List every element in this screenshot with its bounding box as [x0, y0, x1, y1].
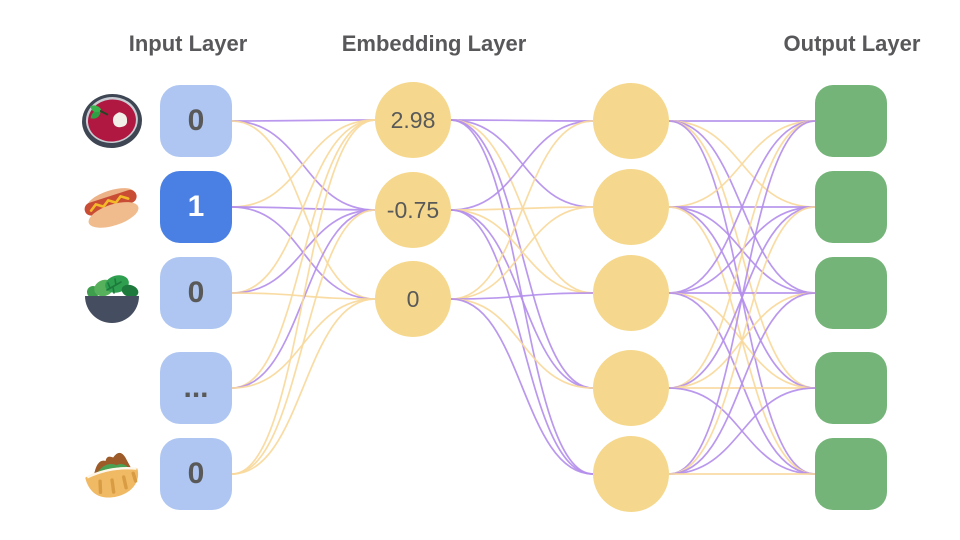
output-node-5 [815, 438, 887, 510]
edge-embedding3-hidden1 [450, 120, 594, 300]
input-node-3: 0 [160, 257, 232, 329]
edge-input3-embedding1 [231, 119, 376, 294]
edge-embedding3-hidden4 [450, 298, 594, 389]
embedding-layer-title: Embedding Layer [341, 31, 527, 56]
embedding-node-3: 0 [375, 261, 451, 337]
edge-input1-embedding1 [231, 119, 376, 122]
edge-hidden3-output2 [668, 206, 816, 294]
input-node-4: ... [160, 352, 232, 424]
edge-embedding1-hidden2 [450, 119, 594, 208]
edge-embedding2-hidden3 [450, 209, 594, 294]
hidden-node-4 [593, 350, 669, 426]
edge-input5-embedding3 [231, 298, 376, 475]
hidden-node-3 [593, 255, 669, 331]
hidden-node-5 [593, 436, 669, 512]
input-layer-title: Input Layer [128, 31, 248, 56]
output-layer-title: Output Layer [783, 31, 921, 56]
edge-embedding3-hidden3 [450, 292, 594, 300]
pita-icon [80, 442, 144, 506]
edge-input5-embedding1 [231, 119, 376, 475]
edge-hidden3-output1 [668, 120, 816, 294]
edge-hidden2-output1 [668, 120, 816, 208]
edge-embedding2-hidden5 [450, 209, 594, 475]
edge-hidden5-output4 [668, 387, 816, 475]
edge-hidden4-output1 [668, 120, 816, 389]
edge-input2-embedding1 [231, 119, 376, 208]
output-node-2 [815, 171, 887, 243]
edge-embedding2-hidden4 [450, 209, 594, 389]
output-node-1 [815, 85, 887, 157]
edge-embedding1-hidden3 [450, 119, 594, 294]
edge-hidden5-output3 [668, 292, 816, 475]
input-node-5: 0 [160, 438, 232, 510]
edge-embedding1-hidden1 [450, 119, 594, 122]
embedding-node-2: -0.75 [375, 172, 451, 248]
soup-bowl-icon [80, 89, 144, 153]
hidden-node-1 [593, 83, 669, 159]
edge-hidden5-output1 [668, 120, 816, 475]
salad-icon [80, 261, 144, 325]
input-node-1: 0 [160, 85, 232, 157]
hot-dog-icon [80, 175, 144, 239]
input-node-2: 1 [160, 171, 232, 243]
edge-embedding3-hidden5 [450, 298, 594, 475]
edge-input1-embedding3 [231, 120, 376, 300]
output-node-4 [815, 352, 887, 424]
edge-input5-embedding2 [231, 209, 376, 475]
embedding-node-1: 2.98 [375, 82, 451, 158]
output-node-3 [815, 257, 887, 329]
edge-hidden5-output2 [668, 206, 816, 475]
edge-input4-embedding1 [231, 119, 376, 389]
edge-input1-embedding2 [231, 120, 376, 211]
hidden-node-2 [593, 169, 669, 245]
edge-embedding2-hidden1 [450, 120, 594, 211]
edge-embedding3-hidden2 [450, 206, 594, 300]
